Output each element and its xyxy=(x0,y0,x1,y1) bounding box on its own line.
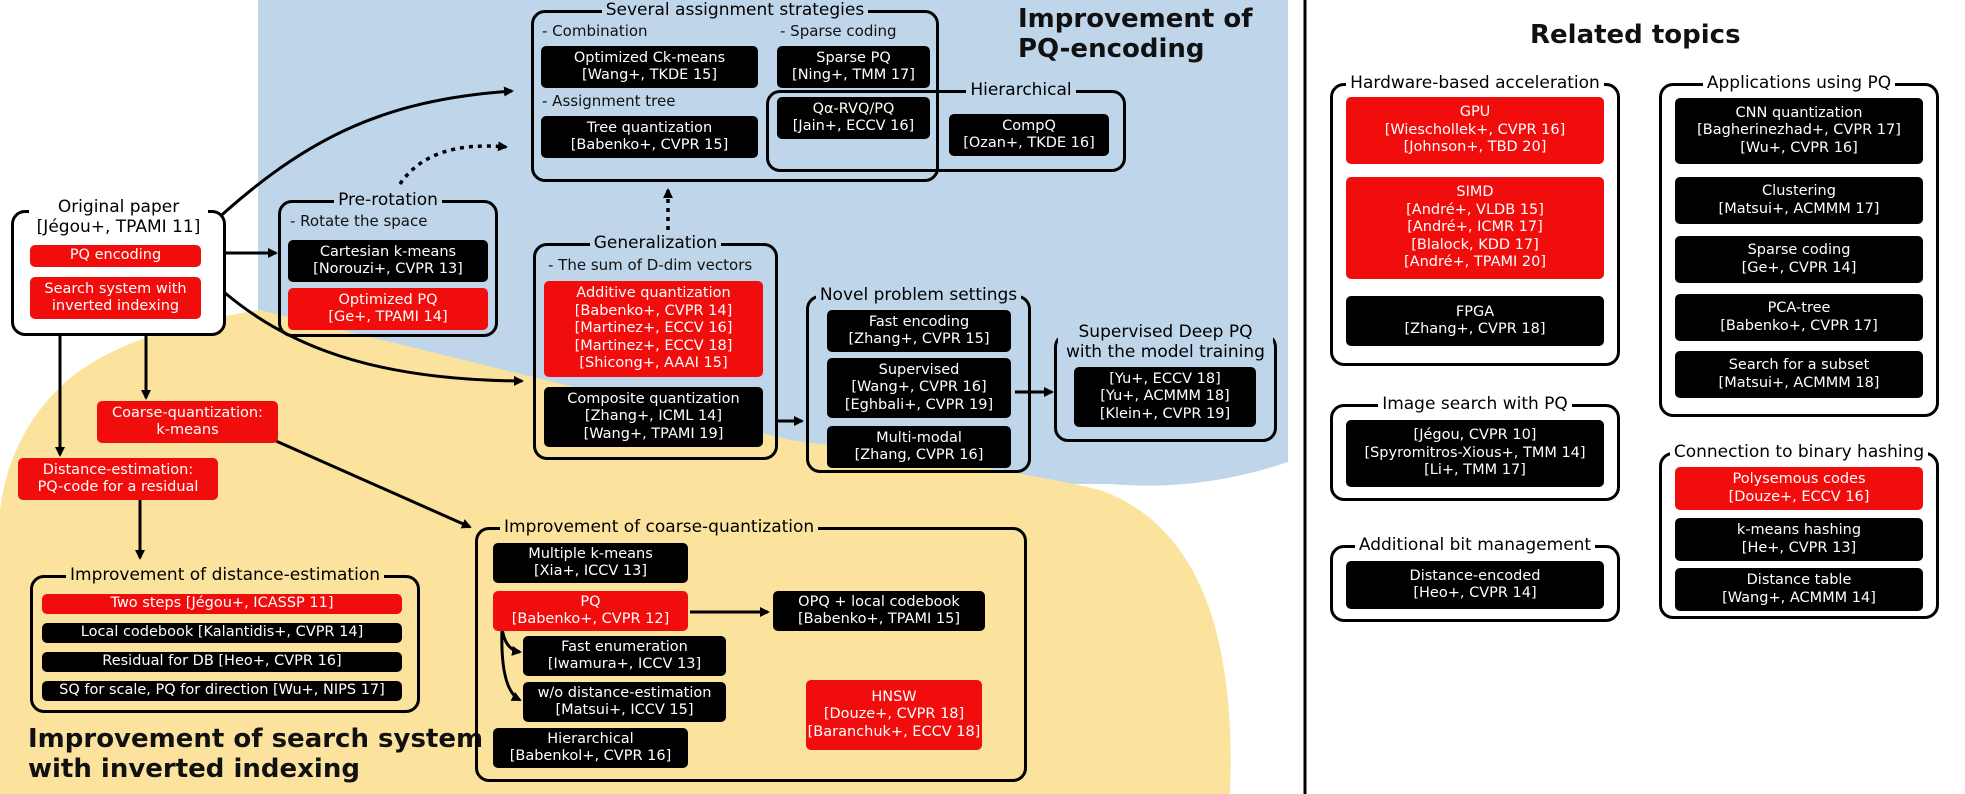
assignment-frame: Several assignment strategies xyxy=(531,0,939,182)
multimodal-box[interactable]: Multi-modal[Zhang, CVPR 16] xyxy=(827,426,1011,468)
okmeans-box[interactable]: Optimized Ck-means[Wang+, TKDE 15] xyxy=(541,46,758,88)
distance-table-box[interactable]: Distance table[Wang+, ACMMM 14] xyxy=(1675,568,1923,611)
hierarchical-assignment-frame: Hierarchical xyxy=(766,80,1126,172)
novel-settings-title: Novel problem settings xyxy=(809,284,1028,306)
fast-enumeration-box[interactable]: Fast enumeration[Iwamura+, ICCV 13] xyxy=(523,636,726,676)
hnsw-box[interactable]: HNSW[Douze+, CVPR 18][Baranchuk+, ECCV 1… xyxy=(806,680,982,750)
generalization-title: Generalization xyxy=(536,232,775,254)
original-paper-frame: Original paper[Jégou+, TPAMI 11] xyxy=(11,197,226,336)
arrow-to-assignment xyxy=(198,86,514,237)
binary-hashing-frame: Connection to binary hashing xyxy=(1659,442,1939,619)
pq-encoding-title: Improvement of PQ-encoding xyxy=(1018,4,1253,64)
clustering-box[interactable]: Clustering[Matsui+, ACMMM 17] xyxy=(1675,177,1923,224)
composite-quantization-box[interactable]: Composite quantization[Zhang+, ICML 14][… xyxy=(544,387,763,447)
related-topics-title: Related topics xyxy=(1530,20,1741,50)
improve-distance-frame: Improvement of distance-estimation xyxy=(30,565,420,713)
hierarchical-coarse-box[interactable]: Hierarchical[Babenkol+, CVPR 16] xyxy=(493,728,688,768)
optimized-pq-box[interactable]: Optimized PQ[Ge+, TPAMI 14] xyxy=(288,288,488,330)
bit-management-frame: Additional bit management xyxy=(1330,535,1620,622)
sq-scale-box[interactable]: SQ for scale, PQ for direction [Wu+, NIP… xyxy=(42,681,402,701)
deep-pq-box[interactable]: [Yu+, ECCV 18][Yu+, ACMMM 18][Klein+, CV… xyxy=(1074,367,1256,427)
distance-pq-box[interactable]: Distance-estimation:PQ-code for a residu… xyxy=(18,458,218,500)
arrow-to-improve-coarse xyxy=(275,439,472,529)
image-search-box[interactable]: [Jégou, CVPR 10][Spyromitros-Xious+, TMM… xyxy=(1346,420,1604,487)
sparse-pq-box[interactable]: Sparse PQ[Ning+, TMM 17] xyxy=(777,46,930,88)
supervised-box[interactable]: Supervised[Wang+, CVPR 16][Eghbali+, CVP… xyxy=(827,358,1011,418)
original-paper-title: Original paper[Jégou+, TPAMI 11] xyxy=(14,197,223,237)
hardware-frame: Hardware-based acceleration xyxy=(1330,73,1620,366)
generalization-frame: Generalization xyxy=(533,233,778,460)
novel-settings-frame: Novel problem settings xyxy=(806,285,1031,473)
wo-distance-estimation-box[interactable]: w/o distance-estimation[Matsui+, ICCV 15… xyxy=(523,682,726,722)
tree-quantization-box[interactable]: Tree quantization[Babenko+, CVPR 15] xyxy=(541,116,758,158)
compq-box[interactable]: CompQ[Ozan+, TKDE 16] xyxy=(949,114,1109,156)
hierarchical-assignment-title: Hierarchical xyxy=(919,79,1123,101)
cartesian-kmeans-box[interactable]: Cartesian k-means[Norouzi+, CVPR 13] xyxy=(288,240,488,282)
simd-box[interactable]: SIMD[André+, VLDB 15][André+, ICMR 17][B… xyxy=(1346,177,1604,279)
hardware-title: Hardware-based acceleration xyxy=(1333,72,1617,94)
improve-coarse-frame: Improvement of coarse-quantization xyxy=(475,517,1027,782)
search-subset-box[interactable]: Search for a subset[Matsui+, ACMMM 18] xyxy=(1675,351,1923,398)
sparse-coding-box[interactable]: Sparse coding[Ge+, CVPR 14] xyxy=(1675,236,1923,283)
arrow-pq-to-wo-distance xyxy=(500,627,522,702)
rotate-space-label: - Rotate the space xyxy=(290,212,428,230)
polysemous-codes-box[interactable]: Polysemous codes[Douze+, ECCV 16] xyxy=(1675,467,1923,510)
fast-encoding-box[interactable]: Fast encoding[Zhang+, CVPR 15] xyxy=(827,310,1011,352)
improve-distance-title: Improvement of distance-estimation xyxy=(33,564,417,586)
local-codebook-box[interactable]: Local codebook [Kalantidis+, CVPR 14] xyxy=(42,623,402,643)
prerotation-title: Pre-rotation xyxy=(281,189,495,211)
arrow-to-generalization xyxy=(198,268,524,386)
sum-of-vectors-label: - The sum of D-dim vectors xyxy=(548,256,753,274)
kmeans-hashing-box[interactable]: k-means hashing[He+, CVPR 13] xyxy=(1675,518,1923,561)
pca-tree-box[interactable]: PCA-tree[Babenko+, CVPR 17] xyxy=(1675,294,1923,341)
qrvq-box[interactable]: Qα-RVQ/PQ[Jain+, ECCV 16] xyxy=(777,97,930,139)
assignment-title: Several assignment strategies xyxy=(534,0,936,21)
two-steps-box[interactable]: Two steps [Jégou+, ICASSP 11] xyxy=(42,594,402,614)
improve-coarse-title: Improvement of coarse-quantization xyxy=(500,516,819,538)
image-search-frame: Image search with PQ xyxy=(1330,394,1620,501)
distance-encoded-box[interactable]: Distance-encoded[Heo+, CVPR 14] xyxy=(1346,561,1604,609)
dotted-arrow-prerotation-to-assignment xyxy=(398,141,508,185)
sparse-coding-label: - Sparse coding xyxy=(780,22,897,40)
coarse-kmeans-box[interactable]: Coarse-quantization:k-means xyxy=(97,401,278,443)
applications-title: Applications using PQ xyxy=(1662,72,1936,94)
applications-frame: Applications using PQ xyxy=(1659,73,1939,417)
binary-hashing-title: Connection to binary hashing xyxy=(1662,441,1936,463)
bit-management-title: Additional bit management xyxy=(1333,534,1617,556)
fpga-box[interactable]: FPGA[Zhang+, CVPR 18] xyxy=(1346,296,1604,346)
coarse-pq-box[interactable]: PQ[Babenko+, CVPR 12] xyxy=(493,591,688,631)
combination-label: - Combination xyxy=(542,22,648,40)
additive-quantization-box[interactable]: Additive quantization[Babenko+, CVPR 14]… xyxy=(544,281,763,377)
image-search-title: Image search with PQ xyxy=(1333,393,1617,415)
search-system-title: Improvement of search system with invert… xyxy=(28,724,484,784)
cnn-quantization-box[interactable]: CNN quantization[Bagherinezhad+, CVPR 17… xyxy=(1675,98,1923,164)
opq-local-codebook-box[interactable]: OPQ + local codebook[Babenko+, TPAMI 15] xyxy=(773,591,985,631)
prerotation-frame: Pre-rotation xyxy=(278,190,498,337)
residual-db-box[interactable]: Residual for DB [Heo+, CVPR 16] xyxy=(42,652,402,672)
multiple-kmeans-box[interactable]: Multiple k-means[Xia+, ICCV 13] xyxy=(493,543,688,583)
gpu-box[interactable]: GPU[Wieschollek+, CVPR 16][Johnson+, TBD… xyxy=(1346,97,1604,164)
pq-encoding-box[interactable]: PQ encoding xyxy=(30,245,201,267)
assignment-tree-label: - Assignment tree xyxy=(542,92,676,110)
